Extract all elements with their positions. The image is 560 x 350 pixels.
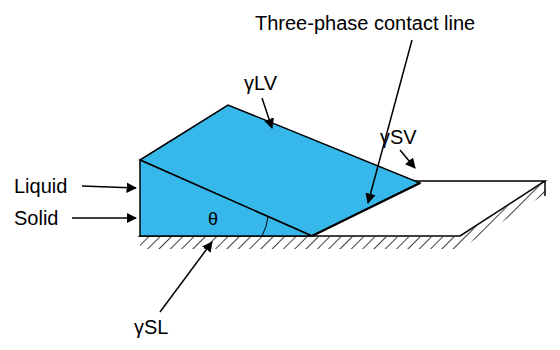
contact-line	[312, 183, 420, 236]
phase-label: Liquid	[14, 175, 67, 197]
phase-label: Solid	[14, 207, 58, 229]
leader-arrow	[82, 186, 136, 188]
angle-label: θ	[208, 210, 218, 230]
liquid-front	[140, 160, 312, 236]
surface-tension-label: γLV	[244, 72, 277, 94]
solid-side-hatching	[460, 182, 545, 249]
leader-arrow	[262, 98, 272, 128]
callout-label: Three-phase contact line	[255, 12, 475, 34]
leader-arrow	[400, 150, 415, 168]
angle-arc	[262, 216, 268, 236]
leader-arrow	[72, 217, 136, 219]
liquid-surface	[140, 105, 420, 236]
leader-arrow	[160, 242, 212, 312]
leader-arrow	[368, 40, 412, 203]
surface-tension-label: γSL	[134, 316, 168, 338]
solid-hatching	[140, 237, 460, 249]
surface-tension-label: γSV	[380, 126, 417, 148]
